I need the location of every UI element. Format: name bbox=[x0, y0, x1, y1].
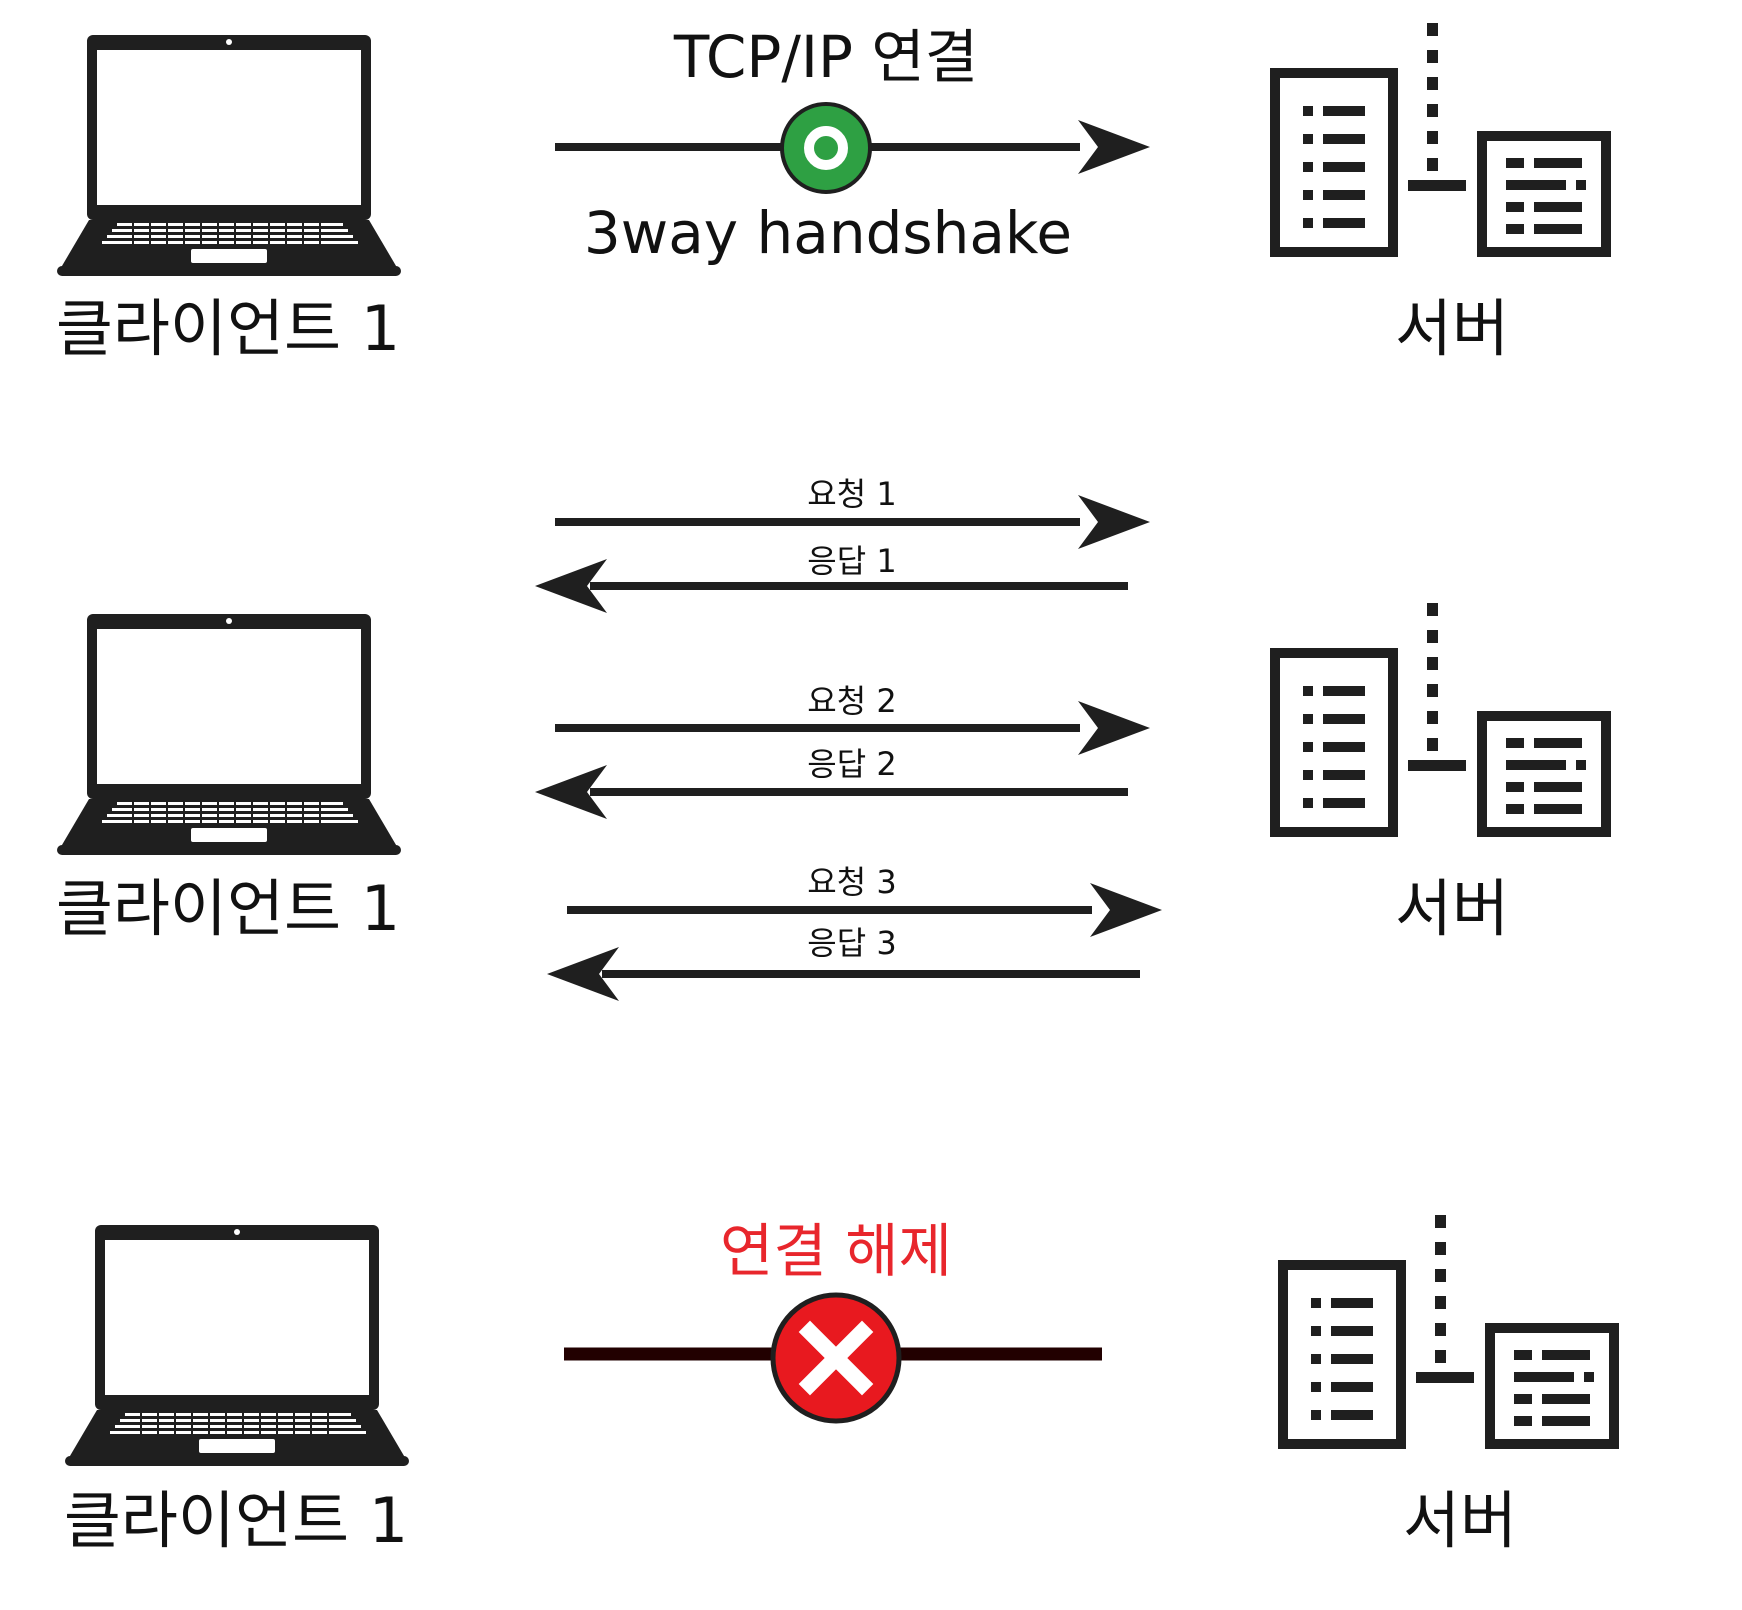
message-label: 요청 1 bbox=[807, 475, 897, 513]
client-label: 클라이언트 1 bbox=[55, 292, 401, 365]
response-arrow-1 bbox=[535, 559, 1128, 613]
message-label: 응답 2 bbox=[807, 745, 897, 783]
connected-circle-icon bbox=[780, 102, 872, 194]
message-label: 응답 1 bbox=[807, 542, 897, 580]
message-label: 요청 3 bbox=[807, 863, 897, 901]
section-disconnect bbox=[65, 1215, 1614, 1466]
laptop-icon bbox=[57, 35, 401, 276]
client-label: 클라이언트 1 bbox=[55, 872, 401, 945]
server-building-icon bbox=[1283, 1215, 1614, 1444]
server-label: 서버 bbox=[1394, 292, 1510, 365]
request-arrow-1 bbox=[555, 495, 1150, 549]
section-requests bbox=[57, 495, 1606, 1001]
laptop-icon bbox=[65, 1225, 409, 1466]
request-arrow-3 bbox=[567, 883, 1162, 937]
client-label: 클라이언트 1 bbox=[63, 1484, 409, 1557]
server-building-icon bbox=[1275, 603, 1606, 832]
request-arrow-2 bbox=[555, 701, 1150, 755]
response-arrow-2 bbox=[535, 765, 1128, 819]
x-circle-icon bbox=[770, 1292, 902, 1424]
server-label: 서버 bbox=[1394, 872, 1510, 945]
section-connect bbox=[57, 23, 1606, 276]
server-label: 서버 bbox=[1402, 1484, 1518, 1557]
connection-title: TCP/IP 연결 bbox=[673, 23, 979, 91]
handshake-label: 3way handshake bbox=[583, 199, 1073, 267]
laptop-icon bbox=[57, 614, 401, 855]
message-label: 응답 3 bbox=[807, 924, 897, 962]
response-arrow-3 bbox=[547, 947, 1140, 1001]
disconnect-title: 연결 해제 bbox=[720, 1217, 952, 1285]
server-building-icon bbox=[1275, 23, 1606, 252]
message-label: 요청 2 bbox=[807, 682, 897, 720]
